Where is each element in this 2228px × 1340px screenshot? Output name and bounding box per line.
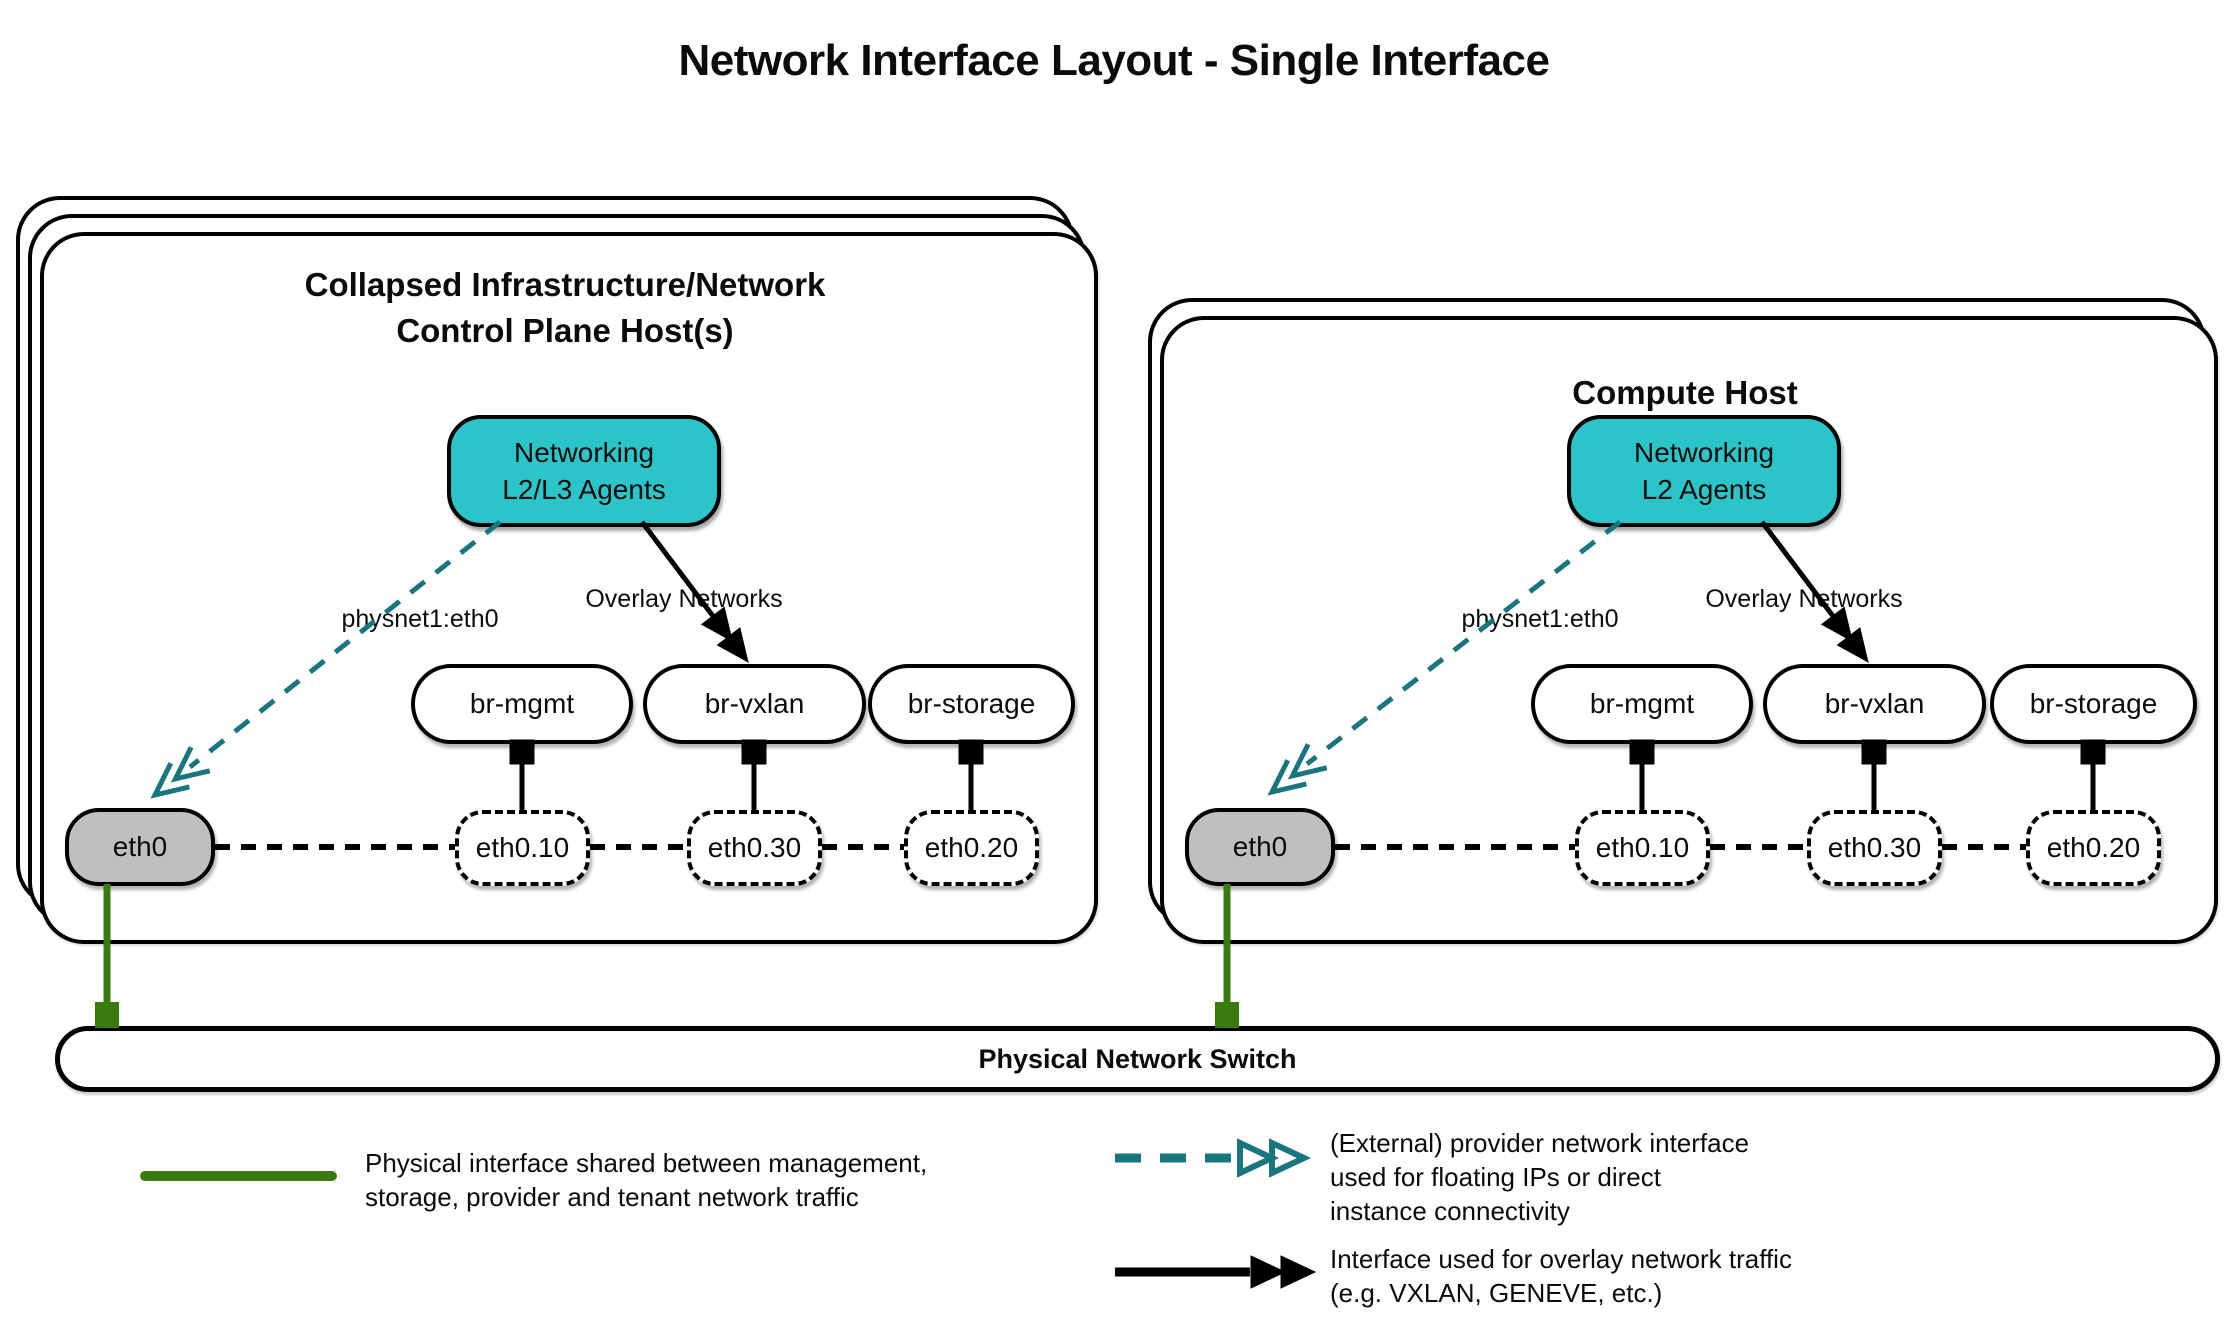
legend-item-physical: Physical interface shared between manage…: [365, 1146, 927, 1214]
legend-line: Interface used for overlay network traff…: [1330, 1244, 1792, 1274]
agent-label-line1: Networking: [513, 437, 655, 468]
vlan-node-eth0-20: eth0.20: [2026, 810, 2161, 886]
vlan-node-eth0-30: eth0.30: [687, 810, 822, 886]
agent-node: Networking L2 Agents: [1567, 415, 1841, 527]
agent-label-line2: L2 Agents: [1641, 474, 1767, 505]
host-title-line1: Collapsed Infrastructure/Network: [304, 266, 826, 303]
overlay-networks-label: Overlay Networks: [1693, 584, 1915, 615]
physical-switch-label: Physical Network Switch: [978, 1043, 1297, 1074]
bridge-node-br-storage: br-storage: [1990, 664, 2197, 744]
provider-network-label: physnet1:eth0: [316, 604, 524, 635]
vlan-node-eth0-20: eth0.20: [904, 810, 1039, 886]
overlay-networks-label: Overlay Networks: [573, 584, 795, 615]
legend-line: storage, provider and tenant network tra…: [365, 1182, 859, 1212]
legend-line: Physical interface shared between manage…: [365, 1148, 928, 1178]
eth0-node: eth0: [1185, 808, 1335, 886]
eth0-node: eth0: [65, 808, 215, 886]
bridge-node-br-mgmt: br-mgmt: [1531, 664, 1753, 744]
agent-label-line1: Networking: [1633, 437, 1775, 468]
bridge-node-br-storage: br-storage: [868, 664, 1075, 744]
vlan-node-eth0-10: eth0.10: [455, 810, 590, 886]
host-title: Collapsed Infrastructure/Network Control…: [40, 262, 1090, 354]
host-title-line1: Compute Host: [1572, 374, 1798, 411]
overlay-arrow-swatch: [1115, 1255, 1317, 1289]
legend-line: (External) provider network interface: [1330, 1128, 1750, 1158]
legend-line: used for floating IPs or direct: [1330, 1162, 1661, 1192]
legend-line: (e.g. VXLAN, GENEVE, etc.): [1330, 1278, 1663, 1308]
host-title-line2: Control Plane Host(s): [396, 312, 734, 349]
page-title: Network Interface Layout - Single Interf…: [678, 36, 1550, 85]
vlan-node-eth0-10: eth0.10: [1575, 810, 1710, 886]
agent-label-line2: L2/L3 Agents: [502, 474, 666, 505]
physical-switch: Physical Network Switch: [55, 1026, 2220, 1092]
agent-node: Networking L2/L3 Agents: [447, 415, 721, 527]
bridge-node-br-vxlan: br-vxlan: [643, 664, 866, 744]
legend-line: instance connectivity: [1330, 1196, 1570, 1226]
provider-arrow-swatch: [1115, 1138, 1312, 1178]
host-title: Compute Host: [1160, 370, 2210, 416]
bridge-node-br-mgmt: br-mgmt: [411, 664, 633, 744]
vlan-node-eth0-30: eth0.30: [1807, 810, 1942, 886]
bridge-node-br-vxlan: br-vxlan: [1763, 664, 1986, 744]
legend-item-provider: (External) provider network interface us…: [1330, 1126, 1749, 1228]
legend-item-overlay: Interface used for overlay network traff…: [1330, 1242, 1792, 1310]
provider-network-label: physnet1:eth0: [1436, 604, 1644, 635]
